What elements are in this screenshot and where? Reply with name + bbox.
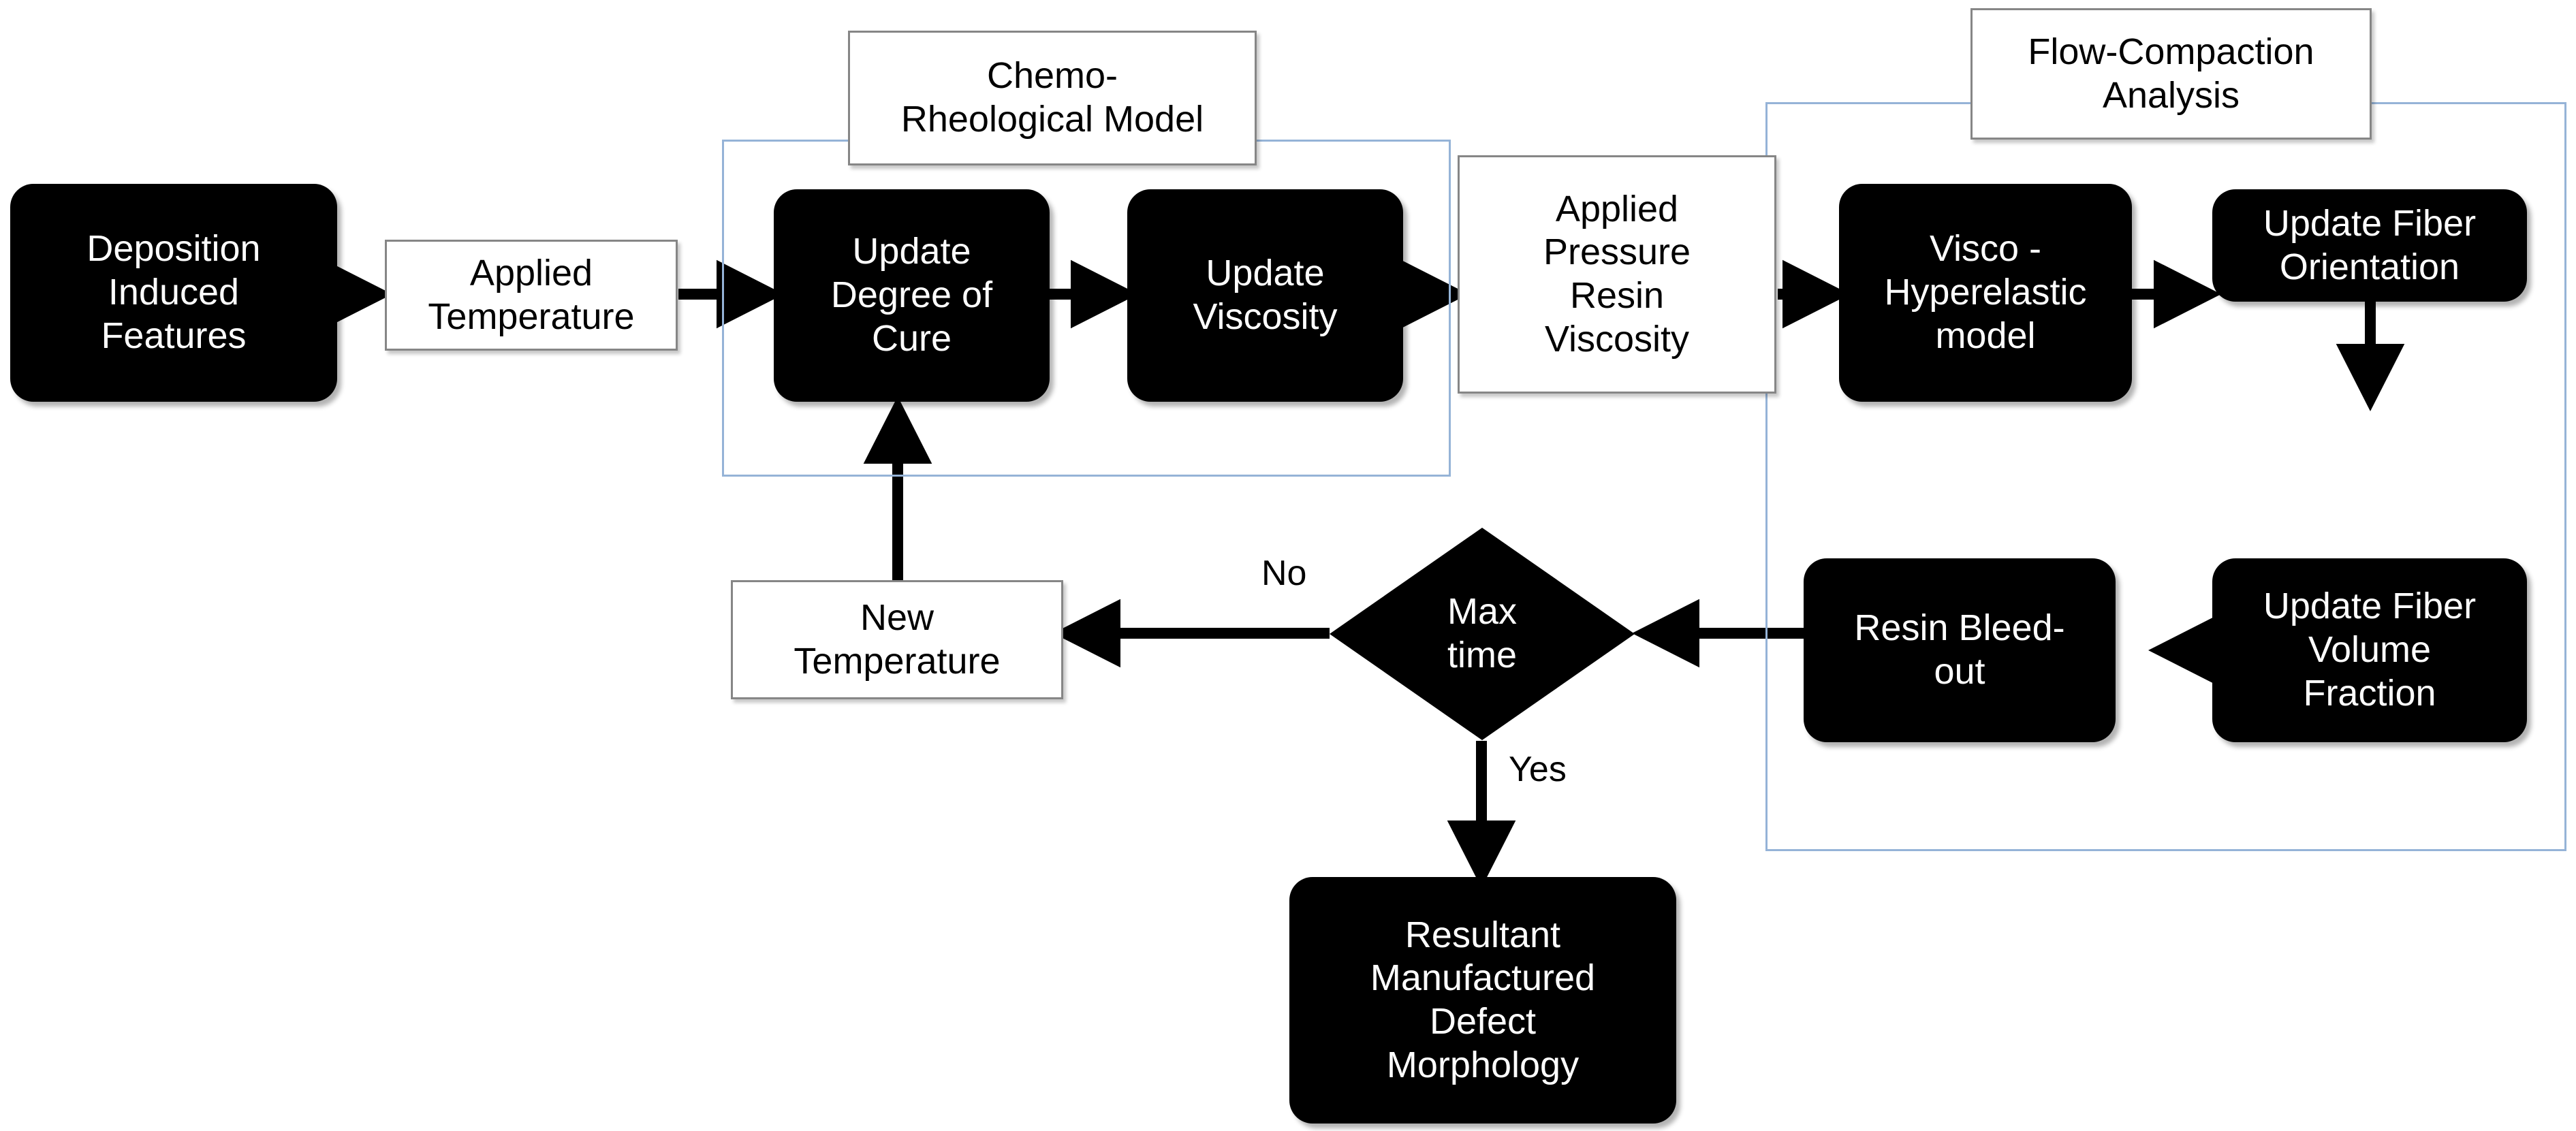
node-update-fiber-orientation[interactable]: Update Fiber Orientation <box>2212 189 2527 302</box>
node-applied-pressure-resin-viscosity[interactable]: Applied Pressure Resin Viscosity <box>1458 155 1776 394</box>
node-deposition-line2: Induced <box>108 272 240 313</box>
node-update-viscosity[interactable]: Update Viscosity <box>1127 189 1403 402</box>
node-visco-hyperelastic-model[interactable]: Visco - Hyperelastic model <box>1839 184 2132 402</box>
node-resin-bleed-out[interactable]: Resin Bleed- out <box>1804 558 2116 742</box>
group-label-chemo-line2: Rheological Model <box>900 99 1204 140</box>
edge-label-yes: Yes <box>1509 750 1567 789</box>
node-resultant-line4: Morphology <box>1386 1044 1580 1085</box>
node-applied-temperature-line2: Temperature <box>428 296 635 337</box>
node-visco-line3: model <box>1935 315 2036 356</box>
node-max-time-line2: time <box>1447 635 1517 675</box>
node-max-time-line1: Max <box>1447 591 1517 633</box>
node-applied-pressure-line4: Viscosity <box>1544 318 1690 360</box>
node-applied-pressure-line2: Pressure <box>1543 232 1691 273</box>
node-fiber-volume-line3: Fraction <box>2303 672 2436 714</box>
node-update-viscosity-line2: Viscosity <box>1193 296 1338 337</box>
node-resultant-line2: Manufactured <box>1370 957 1596 999</box>
node-fiber-volume-line1: Update Fiber <box>2263 586 2477 627</box>
node-fiber-volume-line2: Volume <box>2308 629 2432 671</box>
node-update-fiber-volume-fraction[interactable]: Update Fiber Volume Fraction <box>2212 558 2527 742</box>
node-applied-pressure-line1: Applied <box>1555 188 1679 229</box>
node-fiber-orientation-line1: Update Fiber <box>2263 202 2477 244</box>
group-label-flow-line1: Flow-Compaction <box>2028 31 2314 72</box>
node-deposition-line3: Features <box>101 315 247 356</box>
node-applied-pressure-line3: Resin <box>1569 275 1665 316</box>
node-update-viscosity-line1: Update <box>1206 253 1325 294</box>
node-deposition-line1: Deposition <box>87 228 261 270</box>
diamond-text: Max time <box>1330 528 1635 740</box>
node-update-degree-of-cure[interactable]: Update Degree of Cure <box>774 189 1050 402</box>
group-label-chemo-rheological: Chemo- Rheological Model <box>848 31 1257 165</box>
group-label-flow-compaction: Flow-Compaction Analysis <box>1970 8 2372 140</box>
node-update-doc-line3: Cure <box>871 317 952 359</box>
node-resultant-line1: Resultant <box>1404 914 1561 955</box>
node-new-temperature-line2: Temperature <box>794 640 1001 682</box>
node-resultant-manufactured-defect-morphology[interactable]: Resultant Manufactured Defect Morphology <box>1289 877 1676 1124</box>
group-label-chemo-line1: Chemo- <box>986 55 1118 97</box>
node-applied-temperature-line1: Applied <box>469 252 593 293</box>
node-resin-bleed-out-line1: Resin Bleed- <box>1854 607 2065 649</box>
node-new-temperature-line1: New <box>860 596 934 638</box>
node-visco-line2: Hyperelastic <box>1884 272 2087 313</box>
node-visco-line1: Visco - <box>1929 228 2042 270</box>
node-deposition-induced-features[interactable]: Deposition Induced Features <box>10 184 337 402</box>
node-resin-bleed-out-line2: out <box>1934 651 1985 692</box>
edge-label-no: No <box>1261 554 1307 593</box>
node-fiber-orientation-line2: Orientation <box>2279 246 2460 287</box>
node-update-doc-line1: Update <box>852 231 971 272</box>
node-update-doc-line2: Degree of <box>830 274 993 316</box>
node-resultant-line3: Defect <box>1429 1001 1537 1042</box>
group-label-flow-line2: Analysis <box>2102 74 2240 116</box>
node-new-temperature[interactable]: New Temperature <box>731 580 1063 699</box>
node-max-time-decision[interactable]: Max time <box>1330 528 1635 740</box>
node-applied-temperature[interactable]: Applied Temperature <box>385 240 678 351</box>
